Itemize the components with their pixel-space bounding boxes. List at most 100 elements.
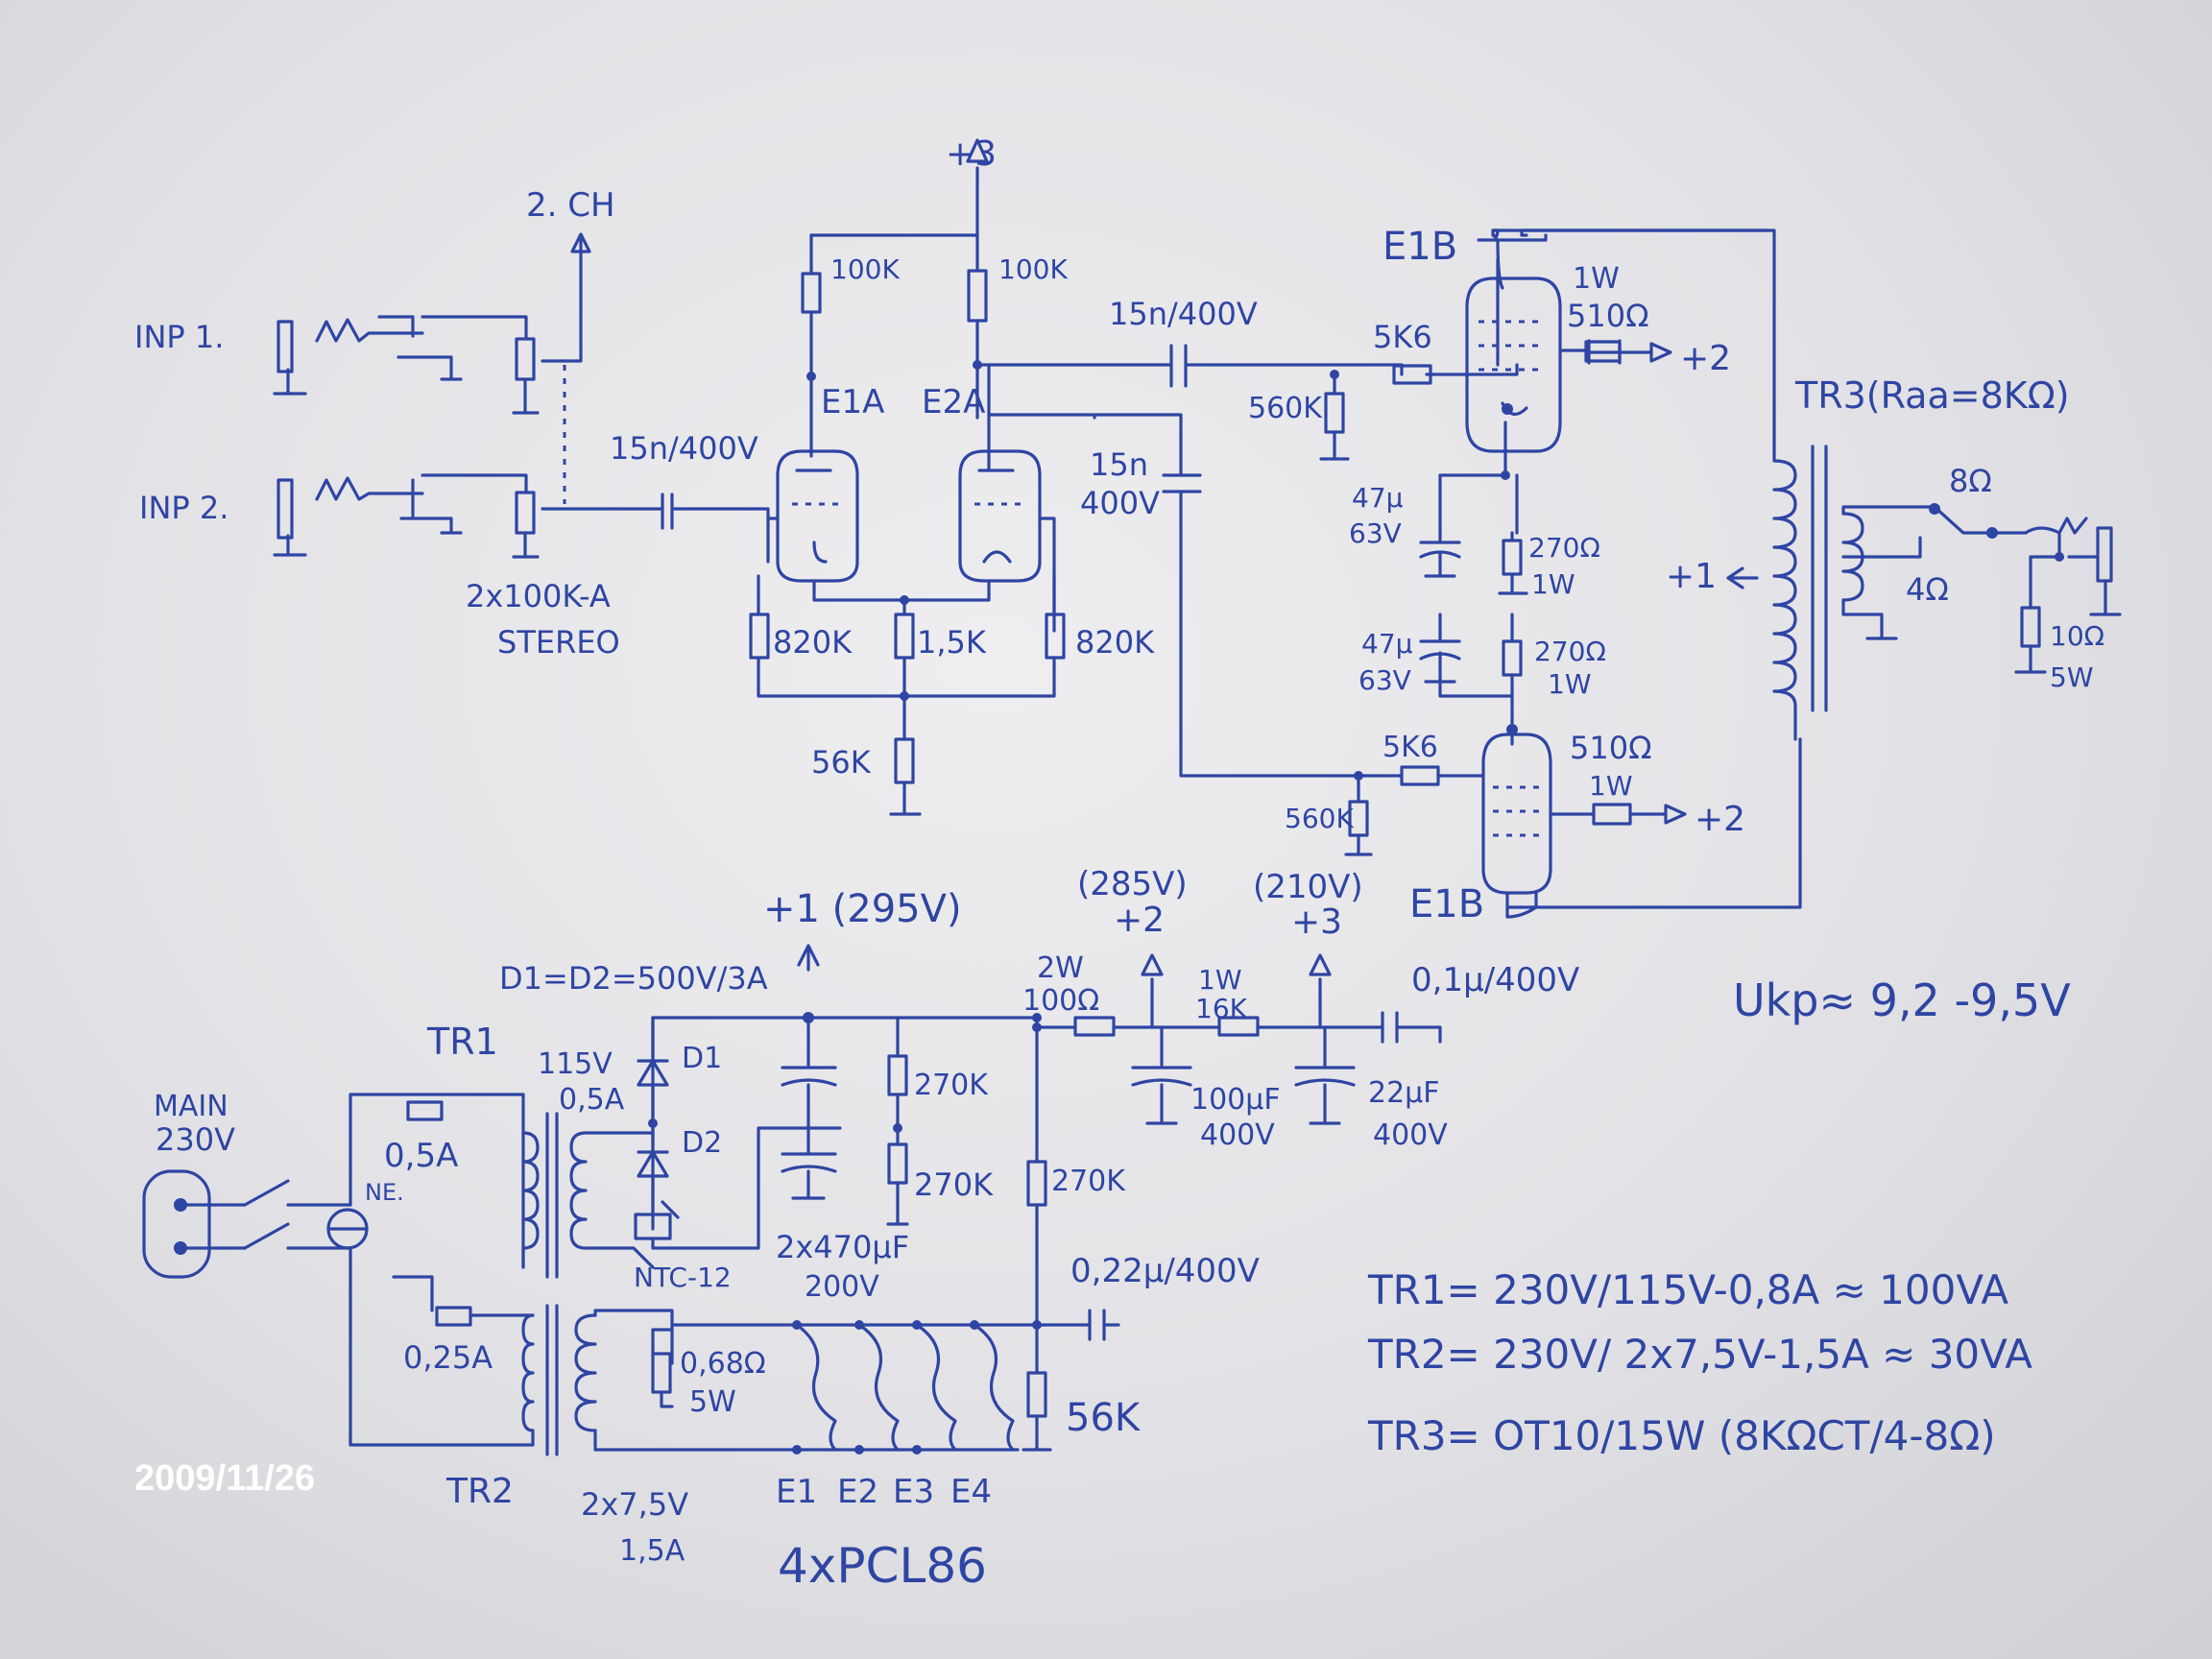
label-100ohm: 100Ω <box>1022 984 1099 1018</box>
label-ukp: Ukp≈ 9,2 -9,5V <box>1733 974 2071 1026</box>
label-c022: 0,22μ/400V <box>1070 1252 1260 1290</box>
date-stamp: 2009/11/26 <box>134 1458 315 1499</box>
label-c470-v: 200V <box>805 1270 879 1304</box>
label-ps-plus1: +1 (295V) <box>763 887 962 931</box>
label-fuse-025: 0,25A <box>403 1339 493 1376</box>
label-1w-ps: 1W <box>1198 964 1242 996</box>
label-10ohm: 10Ω <box>2050 620 2104 652</box>
label-1w-a: 1W <box>1531 568 1575 600</box>
label-56k: 56K <box>811 744 872 781</box>
label-tr3: TR3(Raa=8KΩ) <box>1794 374 2070 417</box>
label-tubes: 4xPCL86 <box>778 1538 987 1594</box>
label-115v: 115V <box>538 1047 613 1081</box>
label-d1: D1 <box>682 1042 722 1075</box>
label-tr2: TR2 <box>445 1472 514 1511</box>
label-plus2-top: +2 <box>1680 339 1731 378</box>
label-1w-top: 1W <box>1573 262 1620 296</box>
label-spec-tr1: TR1= 230V/115V-0,8A ≈ 100VA <box>1367 1266 2008 1313</box>
label-510-top: 510Ω <box>1567 298 1649 334</box>
label-270-a: 270Ω <box>1528 532 1600 564</box>
label-ntc: NTC-12 <box>634 1262 732 1293</box>
label-63v-a: 63V <box>1349 517 1402 549</box>
label-c470: 2x470μF <box>776 1229 909 1265</box>
label-e1a: E1A <box>821 383 884 421</box>
label-270k-2: 270K <box>914 1166 994 1203</box>
label-2x75v: 2x7,5V <box>581 1486 688 1523</box>
preamp-stage <box>747 138 1519 816</box>
label-ps-285: (285V) <box>1077 865 1188 903</box>
label-e3: E3 <box>893 1473 934 1511</box>
label-ch2: 2. CH <box>526 186 615 225</box>
label-1k5: 1,5K <box>917 624 987 661</box>
label-230v: 230V <box>156 1121 235 1158</box>
label-cap-15n-400v: 15n/400V <box>1109 296 1258 332</box>
label-e2: E2 <box>837 1473 878 1511</box>
label-270-b: 270Ω <box>1534 636 1606 667</box>
label-cap-input: 15n/400V <box>610 430 758 467</box>
label-inp2: INP 2. <box>139 490 228 526</box>
label-out-8: 8Ω <box>1949 463 1992 499</box>
label-fuse-05: 0,5A <box>384 1137 458 1175</box>
label-270k-1: 270K <box>914 1069 989 1102</box>
label-main: MAIN <box>154 1090 228 1123</box>
label-ps-plus2: +2 <box>1114 901 1165 940</box>
input-jack-2 <box>273 476 463 557</box>
input-jack-1 <box>273 315 463 396</box>
label-e1b-bot: E1B <box>1409 882 1484 926</box>
label-spec-tr2: TR2= 230V/ 2x7,5V-1,5A ≈ 30VA <box>1367 1331 2032 1378</box>
label-22u: 22μF <box>1368 1076 1440 1110</box>
label-560k-top: 560K <box>1248 392 1323 425</box>
rectifier-section <box>634 944 1120 1452</box>
label-100k-b: 100K <box>998 253 1068 285</box>
label-47u-b: 47μ <box>1361 628 1413 660</box>
label-e2a: E2A <box>922 383 985 421</box>
phase-splitter-coupling <box>1162 435 1360 778</box>
label-e1b-top: E1B <box>1382 225 1457 269</box>
label-15a: 1,5A <box>619 1534 685 1568</box>
label-spec-tr3: TR3= OT10/15W (8KΩCT/4-8Ω) <box>1367 1412 1996 1459</box>
label-c01u: 0,1μ/400V <box>1411 961 1579 999</box>
label-56k-ps: 56K <box>1066 1396 1142 1440</box>
label-cap-15n: 15n <box>1090 446 1148 483</box>
label-068: 0,68Ω <box>680 1347 766 1381</box>
labels: +3 2. CH INP 1. INP 2. 100K 100K 15n/400… <box>134 134 2104 1594</box>
power-transformer-tr2 <box>521 1304 1039 1456</box>
label-270k-3: 270K <box>1051 1165 1126 1198</box>
label-1w-b: 1W <box>1548 668 1592 700</box>
label-63v-b: 63V <box>1358 664 1411 696</box>
filter-chain <box>1032 953 1442 1125</box>
output-tube-top <box>1319 228 1776 535</box>
label-plus3-top: +3 <box>946 134 997 174</box>
label-5w: 5W <box>2050 661 2094 693</box>
label-820k-b: 820K <box>1075 624 1155 661</box>
label-510-bot: 510Ω <box>1570 730 1652 766</box>
label-ps-plus3: +3 <box>1291 902 1342 942</box>
label-cap-400v: 400V <box>1080 485 1160 521</box>
label-stereo: STEREO <box>497 624 620 661</box>
label-plus1: +1 <box>1666 557 1717 596</box>
volume-pot <box>421 232 751 559</box>
label-d2: D2 <box>682 1126 722 1160</box>
label-e4: E4 <box>950 1473 992 1511</box>
label-100u: 100μF <box>1190 1083 1281 1117</box>
label-e1: E1 <box>776 1473 817 1511</box>
label-100k-a: 100K <box>830 253 900 285</box>
label-5k6-top: 5K6 <box>1373 319 1432 355</box>
label-100u-v: 400V <box>1200 1118 1275 1152</box>
label-diodes: D1=D2=500V/3A <box>499 960 768 997</box>
label-1w-bot: 1W <box>1589 770 1633 802</box>
label-pot: 2x100K-A <box>466 578 611 614</box>
label-tr1: TR1 <box>426 1021 498 1063</box>
cathode-network <box>1419 531 1528 735</box>
label-820k-a: 820K <box>773 624 853 661</box>
label-inp1: INP 1. <box>134 319 224 355</box>
label-plus2-bot: +2 <box>1695 800 1745 839</box>
label-ne: NE. <box>365 1179 404 1206</box>
mains-section <box>142 1093 535 1447</box>
label-out-4: 4Ω <box>1906 571 1949 608</box>
output-tube-bottom <box>1344 728 1802 919</box>
label-22u-v: 400V <box>1373 1118 1448 1152</box>
label-5k6-bot: 5K6 <box>1382 731 1438 764</box>
